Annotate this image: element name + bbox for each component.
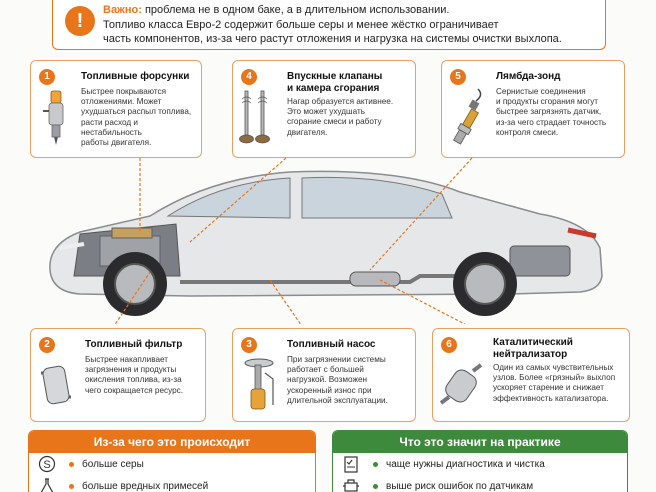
- desc-line: чего сокращается ресурс.: [85, 385, 184, 395]
- card-fuel-pump: 3 Топливный насос При загрязнении систем…: [232, 328, 416, 422]
- desc-line: работы двигателя.: [81, 138, 152, 148]
- card-number: 1: [39, 69, 55, 85]
- desc-line: Это может ухудшать: [287, 107, 365, 117]
- desc-line: из-за чего страдает точность: [496, 117, 607, 127]
- desc-line: Быстрее накапливает: [85, 355, 169, 364]
- alert-line-2: Топливо класса Евро-2 содержит больше се…: [103, 18, 499, 31]
- desc-line: ухудшаться распыл топлива,: [81, 107, 192, 117]
- desc-line: При загрязнении системы: [287, 355, 386, 364]
- desc-line: Один из самых чувствительных: [493, 363, 614, 372]
- causes-panel: Из-за чего это происходит S больше серы …: [28, 430, 316, 492]
- practice-panel: Что это значит на практике чаще нужны ди…: [332, 430, 628, 492]
- flask-icon: [37, 476, 57, 492]
- card-title-line: Впускные клапаны: [287, 71, 383, 82]
- desc-line: Сернистые соединения: [496, 87, 586, 96]
- valves-icon: [239, 90, 270, 144]
- desc-line: работает с большей: [287, 365, 364, 375]
- cause-item: S больше серы: [29, 453, 315, 475]
- card-lambda-sensor: 5 Лямбда-зонд Сернистые соединения и про…: [441, 60, 625, 158]
- practice-item: выше риск ошибок по датчикам: [333, 475, 627, 492]
- cause-item: больше вредных примесей: [29, 475, 315, 492]
- alert-text-1: проблема не в одном баке, а в длительном…: [144, 4, 450, 16]
- bullet-dot: [69, 483, 74, 489]
- desc-line: Быстрее покрываются: [81, 87, 167, 96]
- engine-icon: [341, 476, 361, 492]
- card-description: При загрязнении системы работает с больш…: [287, 355, 388, 406]
- fuel-filter-icon: [41, 365, 71, 405]
- card-title: Впускные клапаны и камера сгорания: [287, 71, 382, 95]
- bullet-dot: [69, 461, 74, 467]
- card-description: Быстрее покрываются отложениями. Может у…: [81, 87, 201, 148]
- checklist-icon: [341, 454, 361, 474]
- desc-line: узлов. Более «грязный» выхлоп: [493, 373, 616, 383]
- alert-line-3: часть компонентов, из-за чего растут отл…: [103, 33, 562, 45]
- desc-line: загрязнения и продукты: [85, 365, 177, 375]
- card-title-line: и камера сгорания: [287, 83, 380, 94]
- practice-text: выше риск ошибок по датчикам: [386, 480, 534, 492]
- card-description: Сернистые соединения и продукты сгорания…: [496, 87, 606, 138]
- desc-line: сгорание смеси и работу: [287, 117, 382, 127]
- card-fuel-injectors: 1 Топливные форсунки Быстрее покрываются…: [30, 60, 202, 158]
- desc-line: двигателя.: [287, 127, 328, 137]
- cause-text: больше вредных примесей: [82, 480, 209, 492]
- card-title: Топливный фильтр: [85, 339, 183, 350]
- card-number: 6: [441, 337, 457, 353]
- alert-line-1: Важно: проблема не в одном баке, а в дли…: [103, 3, 595, 18]
- card-number: 3: [241, 337, 257, 353]
- card-catalytic-converter: 6 Каталитический нейтрализатор Один из с…: [432, 328, 630, 422]
- lambda-sensor-icon: [452, 88, 482, 145]
- desc-line: длительной эксплуатации.: [287, 395, 388, 405]
- card-fuel-filter: 2 Топливный фильтр Быстрее накапливает з…: [30, 328, 206, 422]
- desc-line: быстрее загрязнять датчик,: [496, 107, 602, 117]
- desc-line: расти расход и нестабильность: [81, 117, 142, 137]
- desc-line: нагрузкой. Возможен: [287, 375, 368, 385]
- practice-header: Что это значит на практике: [333, 431, 627, 453]
- car-cutaway-illustration: [49, 157, 603, 324]
- desc-line: окисления топлива, из-за: [85, 375, 182, 385]
- card-number: 5: [450, 69, 466, 85]
- practice-item: чаще нужны диагностика и чистка: [333, 453, 627, 475]
- card-intake-valves: 4 Впускные клапаны и камера сгорания Наг…: [232, 60, 416, 158]
- desc-line: Нагар образуется активнее.: [287, 97, 394, 106]
- sulfur-icon: S: [37, 454, 57, 474]
- desc-line: и продукты сгорания могут: [496, 97, 599, 107]
- desc-line: контроля смеси.: [496, 127, 559, 137]
- important-alert: ! Важно: проблема не в одном баке, а в д…: [52, 0, 606, 50]
- card-title-line: Каталитический: [493, 337, 573, 348]
- alert-label: Важно:: [103, 4, 142, 16]
- desc-line: ускоряет старение и снижает: [493, 383, 604, 393]
- card-title: Топливный насос: [287, 339, 376, 350]
- card-description: Быстрее накапливает загрязнения и продук…: [85, 355, 183, 396]
- catalytic-converter-icon: [439, 363, 483, 405]
- exclamation-icon: !: [65, 6, 95, 36]
- desc-line: отложениями. Может: [81, 97, 162, 107]
- card-description: Один из самых чувствительных узлов. Боле…: [493, 363, 615, 404]
- card-title-line: нейтрализатор: [493, 349, 568, 360]
- bullet-dot: [373, 461, 378, 467]
- fuel-pump-icon: [244, 358, 274, 410]
- card-number: 4: [241, 69, 257, 85]
- desc-line: ускоренный износ при: [287, 385, 372, 395]
- card-title: Топливные форсунки: [81, 71, 190, 82]
- card-title: Лямбда-зонд: [496, 71, 561, 82]
- svg-text:S: S: [43, 459, 50, 471]
- card-number: 2: [39, 337, 55, 353]
- card-description: Нагар образуется активнее. Это может уху…: [287, 97, 393, 138]
- desc-line: эффективность катализатора.: [493, 393, 609, 403]
- cause-text: больше серы: [82, 458, 144, 470]
- bullet-dot: [373, 483, 378, 489]
- card-title: Каталитический нейтрализатор: [493, 337, 573, 361]
- injector-icon: [43, 90, 64, 145]
- practice-text: чаще нужны диагностика и чистка: [386, 458, 545, 470]
- causes-header: Из-за чего это происходит: [29, 431, 315, 453]
